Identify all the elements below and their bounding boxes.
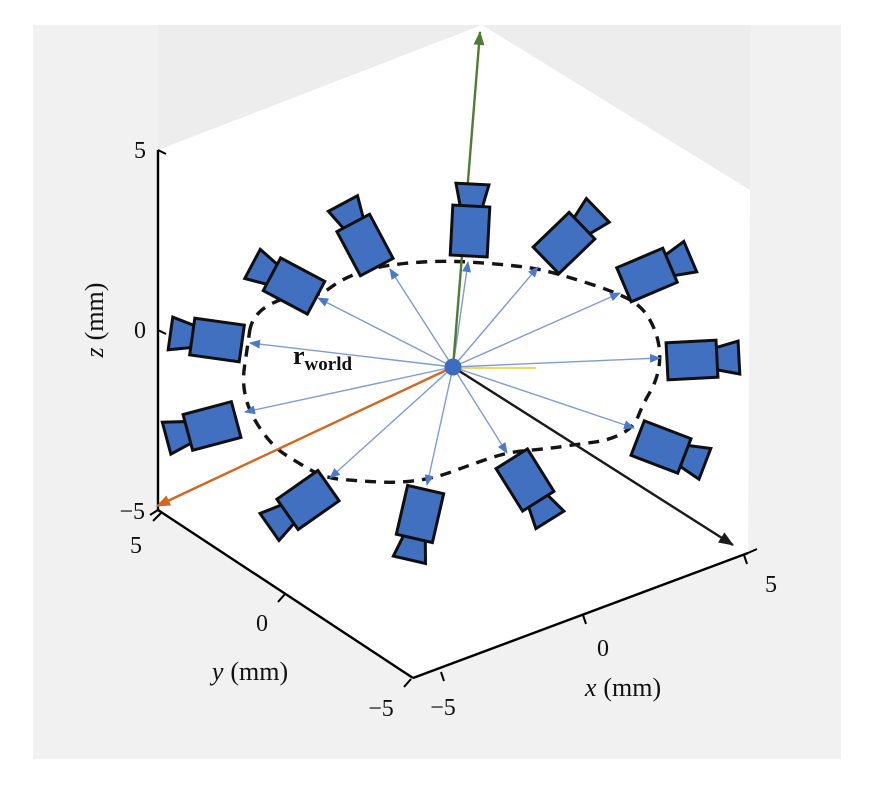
view-ray-arrow [452,366,508,454]
r-world-vector-arrow [156,365,454,508]
camera-icon [160,399,243,457]
camera-body [448,203,492,259]
x-tick-label-0: 0 [597,636,609,662]
y-axis-label: y(mm) [209,657,288,686]
camera-body [614,246,680,304]
center-point [444,358,462,376]
view-ray-arrow [452,353,661,368]
view-ray-arrow [424,366,454,486]
view-ray-arrow [244,366,454,415]
camera-icon [493,446,567,531]
x-tick-label-neg5: −5 [430,695,456,721]
r-world-annotation: rworld [293,341,352,375]
y-axis-line [157,508,414,680]
x-axis-line [412,551,749,680]
camera-body [334,212,396,278]
axis-tick [747,548,758,554]
z-tick-label-5: 5 [134,138,146,164]
axis-tick [743,554,748,565]
x-axis-label: x(mm) [584,673,661,702]
z-tick-label-neg5: −5 [119,499,145,525]
camera-body [664,338,720,382]
camera-body [531,210,597,276]
camera-body [629,418,693,476]
axis-tick [277,593,286,603]
axis-tick [403,678,412,688]
x-tick-label-5: 5 [765,572,777,598]
y-tick-label-5: 5 [130,533,142,559]
view-ray-arrow [452,292,621,368]
view-ray-arrow [329,366,454,479]
camera-body [274,468,342,532]
camera-icon [325,193,396,278]
axis-tick [157,149,167,155]
axis-tick [157,329,167,335]
view-ray-arrow [452,266,539,368]
axis-tick [582,614,587,625]
camera-icon [257,468,342,543]
camera-icon [448,181,492,259]
camera-icon [242,246,327,317]
z-tick-label-0: 0 [134,318,146,344]
y-tick-label-0: 0 [256,611,268,637]
camera-body [493,446,557,514]
scene-labels: 5 0 −5 5 0 −5 −5 0 5 x(mm) y(mm) z(mm) r… [80,138,777,722]
camera-icon [166,315,247,364]
sample-boundary-curve [241,259,662,484]
y-tick-label-neg5: −5 [368,696,394,722]
camera-icon [629,418,713,482]
camera-body [181,399,243,453]
view-ray-arrow [452,366,635,430]
camera-body [187,316,247,364]
camera-icon [531,196,612,276]
axis-tick [152,512,162,522]
axis-tick [440,671,445,682]
view-ray-arrow [389,268,454,368]
scene-shapes [33,25,841,759]
view-ray-arrow [317,297,454,368]
camera-icon [664,338,742,382]
camera-icon [614,239,699,304]
x-direction-arrow [452,365,734,547]
view-ray-arrow [249,339,454,368]
camera-body [394,483,446,545]
z-axis-label: z(mm) [80,283,109,359]
camera-body [261,255,327,317]
camera-icon [391,483,446,566]
axis-tick [149,509,159,516]
